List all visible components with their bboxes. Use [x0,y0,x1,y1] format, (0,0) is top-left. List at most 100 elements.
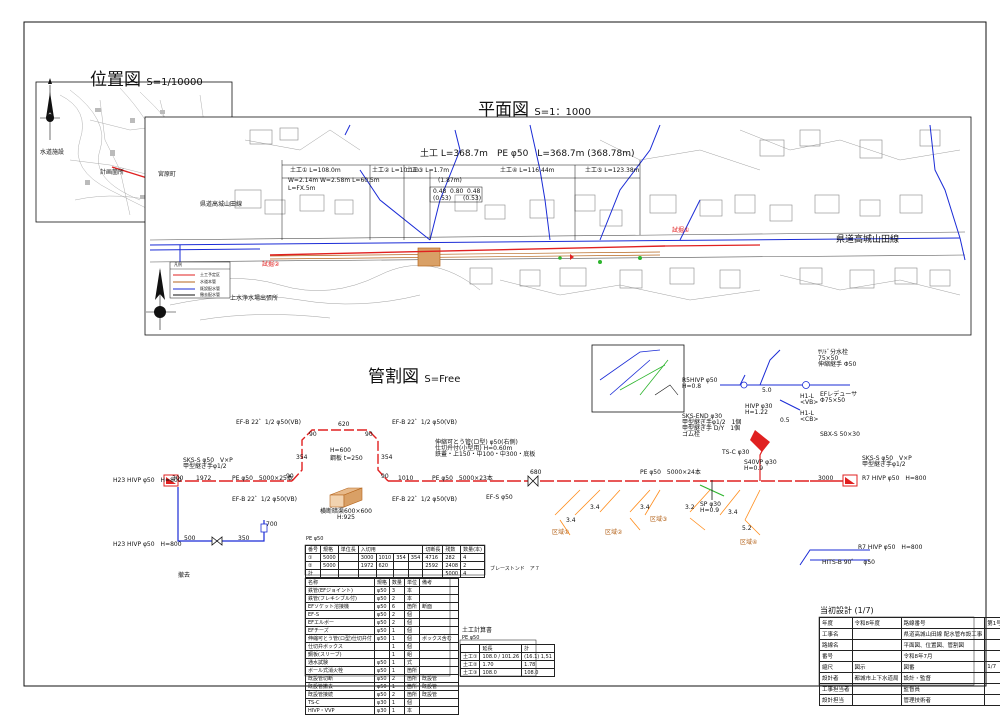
table-cell: 1.70 [480,661,522,669]
table-cell [852,684,901,695]
table-cell [985,673,1000,684]
table-cell: 108.0 [480,669,522,677]
pipe-r7-bottom: R7 HIVP φ50 H=800 [858,545,922,551]
table-cell: 3000 [358,554,376,562]
table-row: 工事名県道高城山田線 配水管布設工事 [820,629,1000,640]
plan-facility: 上水浄水場出張所 [230,296,278,302]
table-cell: 箇所 [404,683,419,691]
table-header [461,645,480,653]
table-row: ② 5000 1972 620 2592 2408 2 [306,562,485,570]
table-cell: 2 [389,691,404,699]
table-cell: 4 [461,570,485,578]
table-cell [408,562,423,570]
table-cell: 既設管 [419,691,458,699]
pipe-ap2: 3.4 [590,505,600,511]
pipe-zone-1: 区域① [552,530,569,536]
table-cell: 個 [404,619,419,627]
pipe-efb-3: EF-B 22゜1/2 φ50(VB) [232,497,297,503]
loc-label-d: 県道高城山田線 [200,202,242,208]
table-header-row: 名称 規格 数量 単位 備考 [306,579,459,587]
table-cell: 既設管 [419,683,458,691]
legend-item: 既設配水管 [200,287,220,291]
table-row: 年度令和8年度路線番号第1号 [820,618,1000,629]
pipe-r7-top: R7 HIVP φ50 H=800 [862,476,926,482]
pipe-ap6: 5.2 [742,526,752,532]
table-cell: 伸縮可とう管(ロ型)仕切弁付 [306,635,375,643]
table-cell [419,611,458,619]
table-header: 切断長 [423,546,443,554]
table-cell [394,562,409,570]
table-header: 延長 [480,645,522,653]
table-cell: 路線番号 [901,618,985,629]
table-cell: 個 [404,627,419,635]
table-cell [419,659,458,667]
table-row: ① 5000 3000 1010 354 354 4716 282 4 [306,554,485,562]
plan-sec3: 土工③ L=1.7m [406,168,449,174]
pipe-sks-left: SKS-S φ50 V×P 甲型継ぎ手φ1/2 [183,458,233,470]
pipe-d620: 620 [338,422,349,428]
table-cell: φ50 [374,587,389,595]
table-cell: 2592 [423,562,443,570]
table-cell: 個 [404,635,419,643]
table-cell: 6 [389,603,404,611]
pipe-pe-left: PE φ50 5000×25本 [232,476,293,482]
pipe-zone-4: 区域④ [740,540,757,546]
pe-table-note: ブレーストンド ア７ [490,567,540,572]
table-cell: 平面図、位置図、管割図 [901,640,985,651]
table-cell: 1 [389,643,404,651]
pipe-d3000: 3000 [818,476,833,482]
table-cell [419,699,458,707]
table-cell: 2 [461,562,485,570]
pipe-hits: HITS-B 90゜ φ50 [822,560,875,566]
table-header: 規格 [374,579,389,587]
table-cell [852,651,901,662]
table-cell: 5000 [443,570,461,578]
table-cell: 鉄管(EFジョイント) [306,587,375,595]
earth-table: 延長 計 土工① 108.0 / 101.26 (16.1) 1,51 土工② … [460,644,555,677]
table-cell: 2 [389,611,404,619]
table-cell [852,629,901,640]
table-cell [419,651,458,659]
loc-label-a: 水道施設 [40,150,64,156]
table-cell: 図示 [852,662,901,673]
pipe-steel: 鋼板 t=250 [330,456,363,462]
pipe-d680: 680 [530,470,541,476]
table-cell: 本 [404,587,419,595]
table-cell: 108.0 / 101.26 [480,653,522,661]
table-cell [419,643,458,651]
table-cell: 1010 [376,554,394,562]
table-header: 番号 [306,546,321,554]
table-cell: HIVP・VVP [306,707,375,715]
plan-dim3: 0.80 [450,189,463,195]
table-cell: 本 [404,595,419,603]
pipe-sbx: SBX-S 50×30 [820,432,860,438]
pipe-tsc: TS-C φ30 [722,450,749,456]
table-cell: 断面 [419,603,458,611]
table-cell: 土工② [461,661,480,669]
table-cell: 3 [389,587,404,595]
table-cell: 既設管 [419,675,458,683]
table-cell: 個 [404,643,419,651]
earth-table-caption: PE φ50 [462,636,479,641]
table-cell: 縮尺 [820,662,853,673]
plan-earthwork-total: 土工 L=368.7m PE φ50 L=368.7m (368.78m) [420,150,635,159]
table-cell: 4 [461,554,485,562]
table-cell [985,629,1000,640]
table-row: 計 5000 4 [306,570,485,578]
table-row: 番号令和8年7月 [820,651,1000,662]
table-cell [419,627,458,635]
pipe-d90b: 90 [365,432,373,438]
plan-sec1: 土工① L=108.0m [290,168,341,174]
table-cell: 都城市上下水道局 [852,673,901,684]
pipe-d1010: 1010 [398,476,413,482]
plan-view-scale: S=1：1000 [534,107,591,118]
table-cell: 第1号 [985,618,1000,629]
pipe-hivp-a: HIVP φ30 H=1.22 [745,404,773,416]
